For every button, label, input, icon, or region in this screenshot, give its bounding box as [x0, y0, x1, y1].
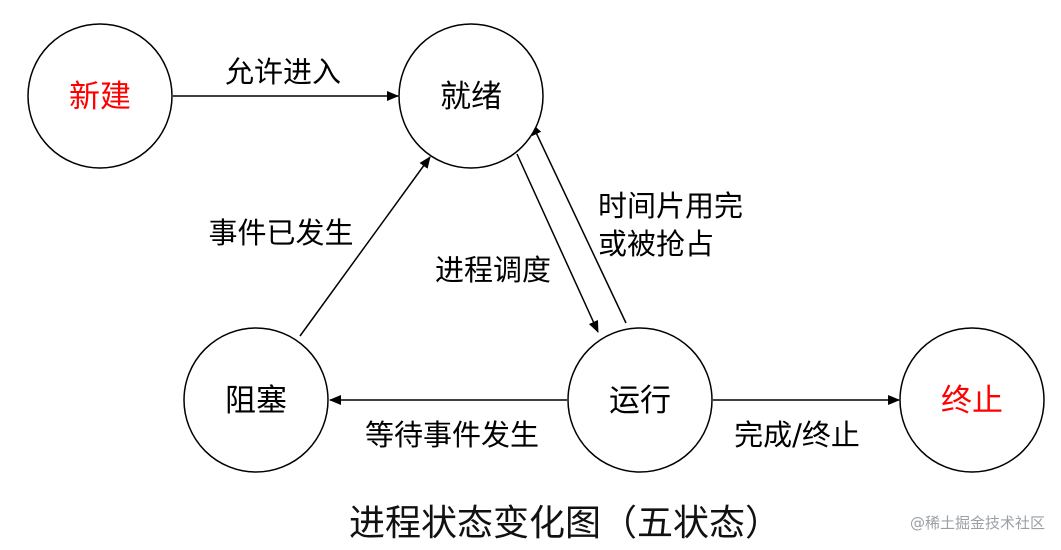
edge-label-new-to-ready: 允许进入	[225, 55, 341, 89]
state-label-terminated: 终止	[941, 383, 1003, 419]
arrow-blocked-to-ready	[299, 156, 431, 337]
watermark-text: @稀土掘金技术社区	[910, 514, 1045, 532]
edges	[173, 91, 900, 405]
state-node-terminated: 终止	[899, 327, 1045, 473]
state-circle-terminated	[899, 327, 1045, 473]
state-label-running: 运行	[609, 383, 671, 419]
edge-label-ready-to-running: 进程调度	[435, 253, 551, 287]
state-circle-blocked	[183, 327, 329, 473]
state-label-new: 新建	[69, 79, 131, 115]
arrow-running-to-ready	[531, 123, 627, 324]
diagram-title: 进程状态变化图（五状态）	[349, 503, 781, 544]
edge-label-running-to-terminated: 完成/终止	[734, 418, 860, 452]
state-circle-running	[567, 327, 713, 473]
state-node-running: 运行	[567, 327, 713, 473]
state-node-ready: 就绪	[398, 23, 544, 169]
state-circle-ready	[398, 23, 544, 169]
state-label-blocked: 阻塞	[225, 383, 287, 419]
edge-label-running-to-ready-line-1: 时间片用完	[598, 189, 743, 223]
state-node-blocked: 阻塞	[183, 327, 329, 473]
edge-label-blocked-to-ready: 事件已发生	[208, 216, 353, 250]
state-node-new: 新建	[27, 23, 173, 169]
state-label-ready: 就绪	[440, 79, 502, 115]
state-circle-new	[27, 23, 173, 169]
edge-label-running-to-blocked: 等待事件发生	[365, 418, 539, 452]
edge-label-running-to-ready-line-2: 或被抢占	[598, 227, 714, 261]
arrow-ready-to-running	[516, 153, 599, 333]
